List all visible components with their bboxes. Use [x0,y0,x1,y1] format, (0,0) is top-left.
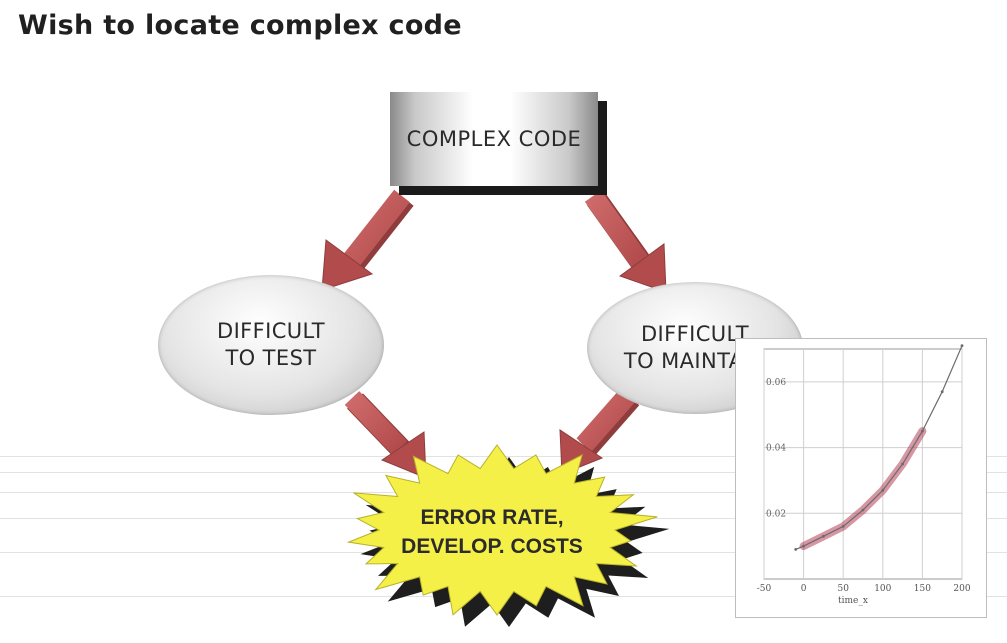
chart-y-tick-label: 0.06 [766,378,786,388]
chart-plot-area [763,348,963,580]
inset-chart-canvas: -50 0 50 100 150 200 0.02 0.04 0.06 time_x [757,344,971,606]
chart-data-point [940,390,944,394]
chart-x-tick-label: 150 [914,584,931,594]
error-rate-label: ERROR RATE, DEVELOP. COSTS [401,506,583,558]
chart-x-tick-label: 50 [837,584,849,594]
arrow-code-to-maintain [584,190,667,293]
chart-x-tick-label: 0 [801,584,807,594]
chart-series-line [795,345,963,550]
starburst-fill [346,444,658,616]
chart-data-point [841,525,845,528]
inset-chart: -50 0 50 100 150 200 0.02 0.04 0.06 time_x [735,338,987,618]
complex-code-label: COMPLEX CODE [406,127,582,151]
difficult-to-test-label: DIFFICULT TO TEST [217,319,325,370]
chart-data-point [901,462,904,466]
chart-x-axis-label: time_x [838,596,868,606]
chart-data-point [822,534,825,538]
difficult-to-test-node: DIFFICULT TO TEST [158,275,384,415]
chart-data-point [881,488,885,492]
chart-y-tick-label: 0.04 [766,444,786,454]
chart-x-tick-label: -50 [757,584,772,594]
slide-title: Wish to locate complex code [18,10,462,41]
chart-y-tick-label: 0.02 [766,509,786,519]
arrow-test-to-errors [344,391,427,479]
chart-data-point [794,548,798,551]
chart-data-point [861,508,865,512]
difficult-to-maintain-label: DIFFICULT TO MAINTAIN [623,322,767,373]
chart-x-tick-label: 100 [874,584,891,594]
arrow-code-to-test [321,189,414,291]
chart-x-tick-label: 200 [953,584,970,594]
chart-data-point [802,544,805,548]
complex-code-box: COMPLEX CODE [390,92,598,186]
chart-data-point [921,429,924,433]
chart-data-point [960,344,964,348]
